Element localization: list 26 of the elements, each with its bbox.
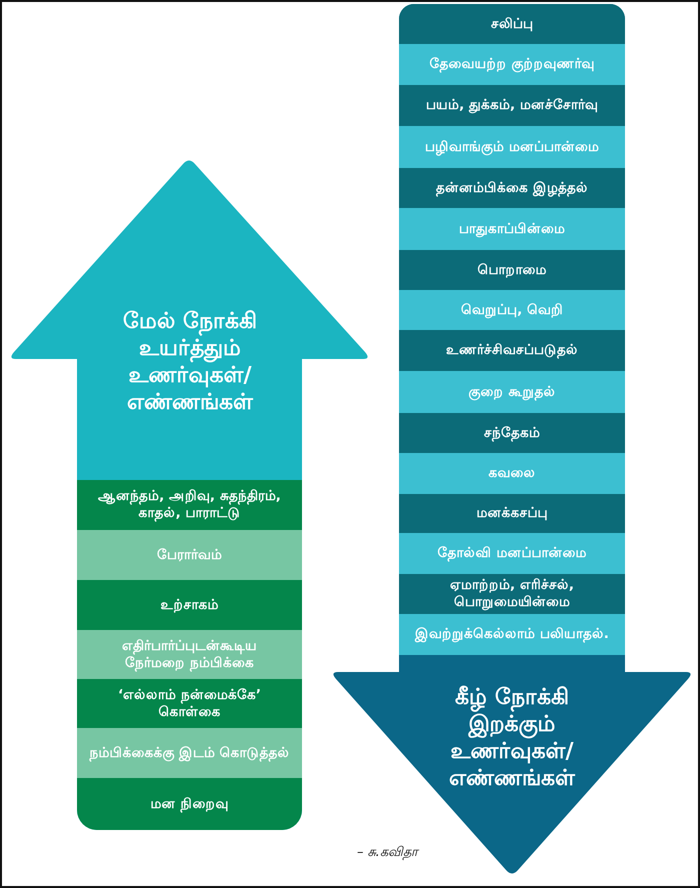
text-band: உணர்ச்சிவசப்படுதல் bbox=[399, 330, 625, 371]
text-band: ஏமாற்றம், எரிச்சல், பொறுமையின்மை bbox=[399, 574, 625, 614]
text-band: இவற்றுக்கெல்லாம் பலியாதல். bbox=[399, 614, 625, 655]
text-band: நம்பிக்கைக்கு இடம் கொடுத்தல் bbox=[77, 728, 302, 778]
text-band: பயம், துக்கம், மனச்சோர்வு bbox=[399, 85, 625, 126]
text-band: தன்னம்பிக்கை இழத்தல் bbox=[399, 168, 625, 208]
text-band: வெறுப்பு, வெறி bbox=[399, 290, 625, 330]
text-band: கவலை bbox=[399, 453, 625, 494]
text-band: பொறாமை bbox=[399, 250, 625, 290]
text-band: எதிர்பார்ப்புடன்கூடிய நேர்மறை நம்பிக்கை bbox=[77, 630, 302, 679]
text-band: பழிவாங்கும் மனப்பான்மை bbox=[399, 126, 625, 168]
text-band: ஆனந்தம், அறிவு, சுதந்திரம், காதல், பாராட்டு bbox=[77, 480, 302, 530]
arrow-heading: மேல் நோக்கி உயர்த்தும் உணர்வுகள்/ எண்ணங்கள் bbox=[122, 308, 258, 416]
text-band: பேரார்வம் bbox=[77, 530, 302, 580]
text-band: சலிப்பு bbox=[399, 4, 625, 44]
arrow-heading: கீழ் நோக்கி இறக்கும் உணர்வுகள்/ எண்ணங்கள் bbox=[448, 684, 576, 792]
text-band: மன நிறைவு bbox=[77, 778, 302, 830]
text-band: மனக்கசப்பு bbox=[399, 494, 625, 533]
text-band: சந்தேகம் bbox=[399, 413, 625, 453]
text-band: ‘எல்லாம் நன்மைக்கே’ கொள்கை bbox=[77, 679, 302, 728]
text-band: குறை கூறுதல் bbox=[399, 371, 625, 413]
text-band: உற்சாகம் bbox=[77, 580, 302, 630]
text-band: பாதுகாப்பின்மை bbox=[399, 208, 625, 250]
text-band: தோல்வி மனப்பான்மை bbox=[399, 533, 625, 574]
text-band: தேவையற்ற குற்றவுணர்வு bbox=[399, 44, 625, 85]
author-credit: – சு.கவிதா bbox=[357, 845, 418, 861]
